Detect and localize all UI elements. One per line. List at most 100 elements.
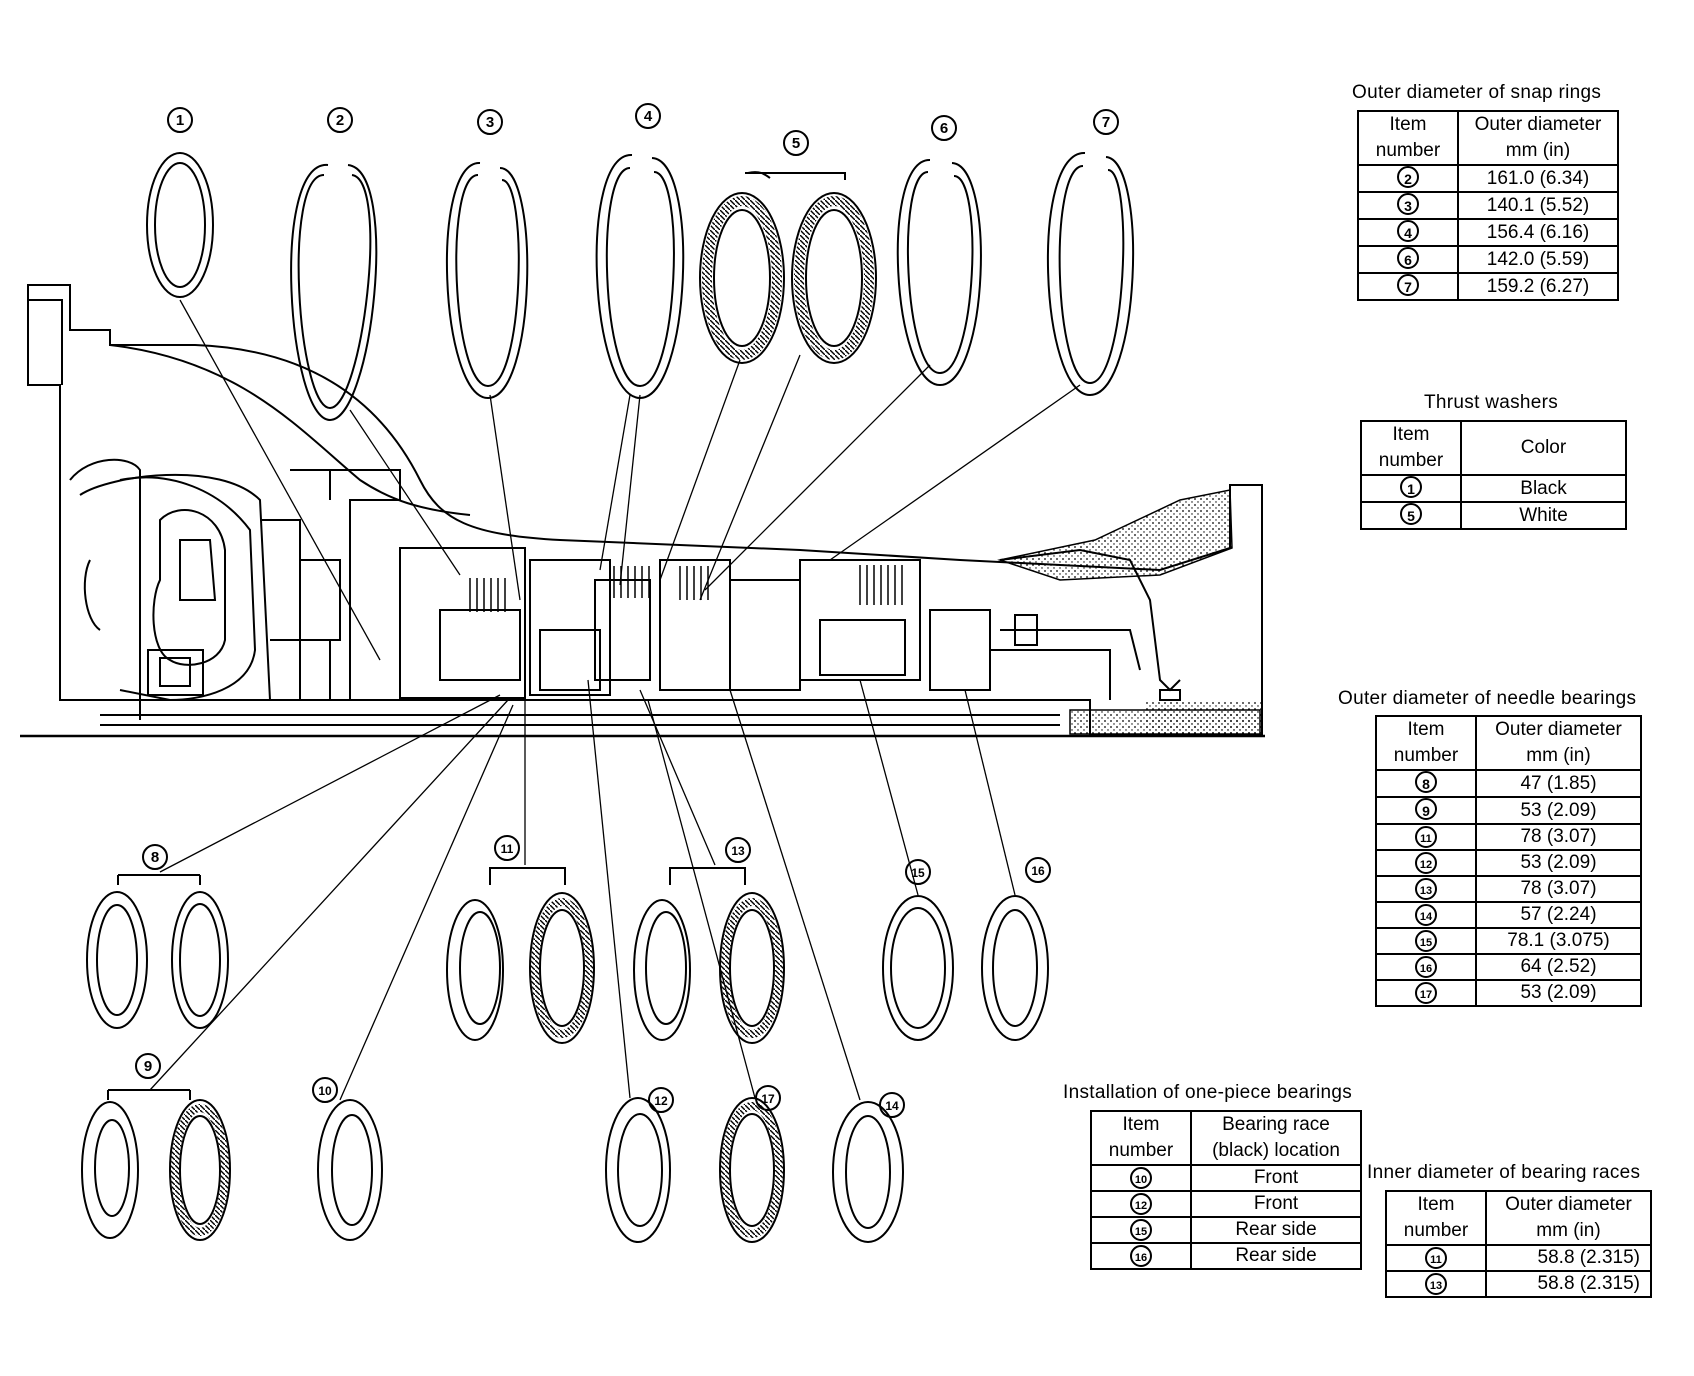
outer-diameter-value: 140.1 (5.52) xyxy=(1457,191,1619,220)
table-row: 3 140.1 (5.52) xyxy=(1357,191,1619,220)
transmission-cross-section xyxy=(20,284,1265,738)
race-location-value: Front xyxy=(1190,1164,1362,1192)
outer-diameter-value: 53 (2.09) xyxy=(1475,849,1642,877)
item-number: 2 xyxy=(1397,166,1419,188)
table-row: 11 78 (3.07) xyxy=(1375,823,1642,851)
table-row: 6 142.0 (5.59) xyxy=(1357,245,1619,274)
svg-text:15: 15 xyxy=(911,866,925,880)
callout-12: 12 xyxy=(648,1087,674,1113)
header-race-location: Bearing race (black) location xyxy=(1190,1110,1362,1166)
snap-rings-title: Outer diameter of snap rings xyxy=(1352,82,1602,103)
item-number: 16 xyxy=(1130,1245,1152,1267)
item-number: 11 xyxy=(1415,826,1437,848)
svg-text:10: 10 xyxy=(318,1084,332,1098)
svg-text:14: 14 xyxy=(885,1099,899,1113)
callout-3: 3 xyxy=(477,109,503,135)
svg-text:5: 5 xyxy=(792,135,800,152)
item-number: 12 xyxy=(1130,1193,1152,1215)
table-row: 2 161.0 (6.34) xyxy=(1357,164,1619,193)
race-location-value: Rear side xyxy=(1190,1216,1362,1244)
callout-13: 13 xyxy=(725,837,751,863)
header-outer-diameter: Outer diameter mm (in) xyxy=(1485,1190,1652,1246)
svg-text:17: 17 xyxy=(761,1092,775,1106)
svg-text:6: 6 xyxy=(940,120,948,137)
race-location-value: Rear side xyxy=(1190,1242,1362,1270)
svg-text:8: 8 xyxy=(151,849,159,866)
item-number: 1 xyxy=(1400,476,1422,498)
item-number: 17 xyxy=(1415,982,1437,1004)
callout-7: 7 xyxy=(1093,109,1119,135)
callout-6: 6 xyxy=(931,115,957,141)
table-row: 16 Rear side xyxy=(1090,1242,1362,1270)
callout-5: 5 xyxy=(783,130,809,156)
item-number: 5 xyxy=(1400,503,1422,525)
item-number: 15 xyxy=(1415,930,1437,952)
thrust-washers-title: Thrust washers xyxy=(1424,392,1559,413)
snap-ring-6 xyxy=(896,158,982,387)
outer-diameter-value: 58.8 (2.315) xyxy=(1485,1270,1652,1298)
needle-bearings-title: Outer diameter of needle bearings xyxy=(1338,688,1637,709)
callout-14: 14 xyxy=(879,1092,905,1118)
callout-16: 16 xyxy=(1025,857,1051,883)
callout-2: 2 xyxy=(327,107,353,133)
callout-4: 4 xyxy=(635,103,661,129)
item-number: 3 xyxy=(1397,193,1419,215)
svg-text:4: 4 xyxy=(644,108,653,125)
item-number: 13 xyxy=(1415,878,1437,900)
leader-lines xyxy=(149,299,1081,1101)
outer-diameter-value: 156.4 (6.16) xyxy=(1457,218,1619,247)
callout-15: 15 xyxy=(905,859,931,885)
bearing-12 xyxy=(605,1097,671,1243)
item-number: 8 xyxy=(1415,771,1437,793)
outer-diameter-value: 78 (3.07) xyxy=(1475,875,1642,903)
svg-text:16: 16 xyxy=(1031,864,1045,878)
thrust-washer-1 xyxy=(146,152,214,298)
outer-diameter-value: 64 (2.52) xyxy=(1475,953,1642,981)
table-row: 15 Rear side xyxy=(1090,1216,1362,1244)
outer-diameter-value: 78 (3.07) xyxy=(1475,823,1642,851)
outer-diameter-value: 78.1 (3.075) xyxy=(1475,927,1642,955)
outer-diameter-value: 142.0 (5.59) xyxy=(1457,245,1619,274)
needle-bearing-17 xyxy=(719,1097,785,1243)
table-row: 15 78.1 (3.075) xyxy=(1375,927,1642,955)
header-item-number: Item number xyxy=(1385,1190,1487,1246)
snap-ring-7 xyxy=(1046,151,1135,397)
bearing-10 xyxy=(317,1099,383,1241)
callout-8: 8 xyxy=(142,844,168,870)
callout-9: 9 xyxy=(135,1053,161,1079)
bearing-races-title: Inner diameter of bearing races xyxy=(1367,1162,1641,1183)
item-number: 12 xyxy=(1415,852,1437,874)
svg-text:7: 7 xyxy=(1102,114,1110,131)
item-number: 6 xyxy=(1397,247,1419,269)
snap-ring-4 xyxy=(595,153,685,400)
one-piece-bearings-table: Item number Bearing race (black) locatio… xyxy=(1090,1110,1362,1270)
one-piece-bearings-title: Installation of one-piece bearings xyxy=(1063,1082,1353,1103)
header-item-number: Item number xyxy=(1375,715,1477,771)
item-number: 15 xyxy=(1130,1219,1152,1241)
callout-markers: 1 2 3 4 5 6 7 8 9 10 11 12 13 14 15 16 1… xyxy=(135,103,1119,1118)
callout-10: 10 xyxy=(312,1077,338,1103)
snap-ring-2 xyxy=(290,163,378,422)
item-number: 11 xyxy=(1425,1247,1447,1269)
thrust-washer-5 xyxy=(699,171,877,364)
svg-text:12: 12 xyxy=(654,1094,668,1108)
snap-ring-3 xyxy=(445,161,529,400)
needle-bearing-8 xyxy=(86,874,229,1029)
bearing-15 xyxy=(882,895,954,1041)
svg-text:9: 9 xyxy=(144,1058,152,1075)
outer-diameter-value: 161.0 (6.34) xyxy=(1457,164,1619,193)
bearing-races-table: Item number Outer diameter mm (in) 11 58.… xyxy=(1385,1190,1652,1298)
header-item-number: Item number xyxy=(1090,1110,1192,1166)
